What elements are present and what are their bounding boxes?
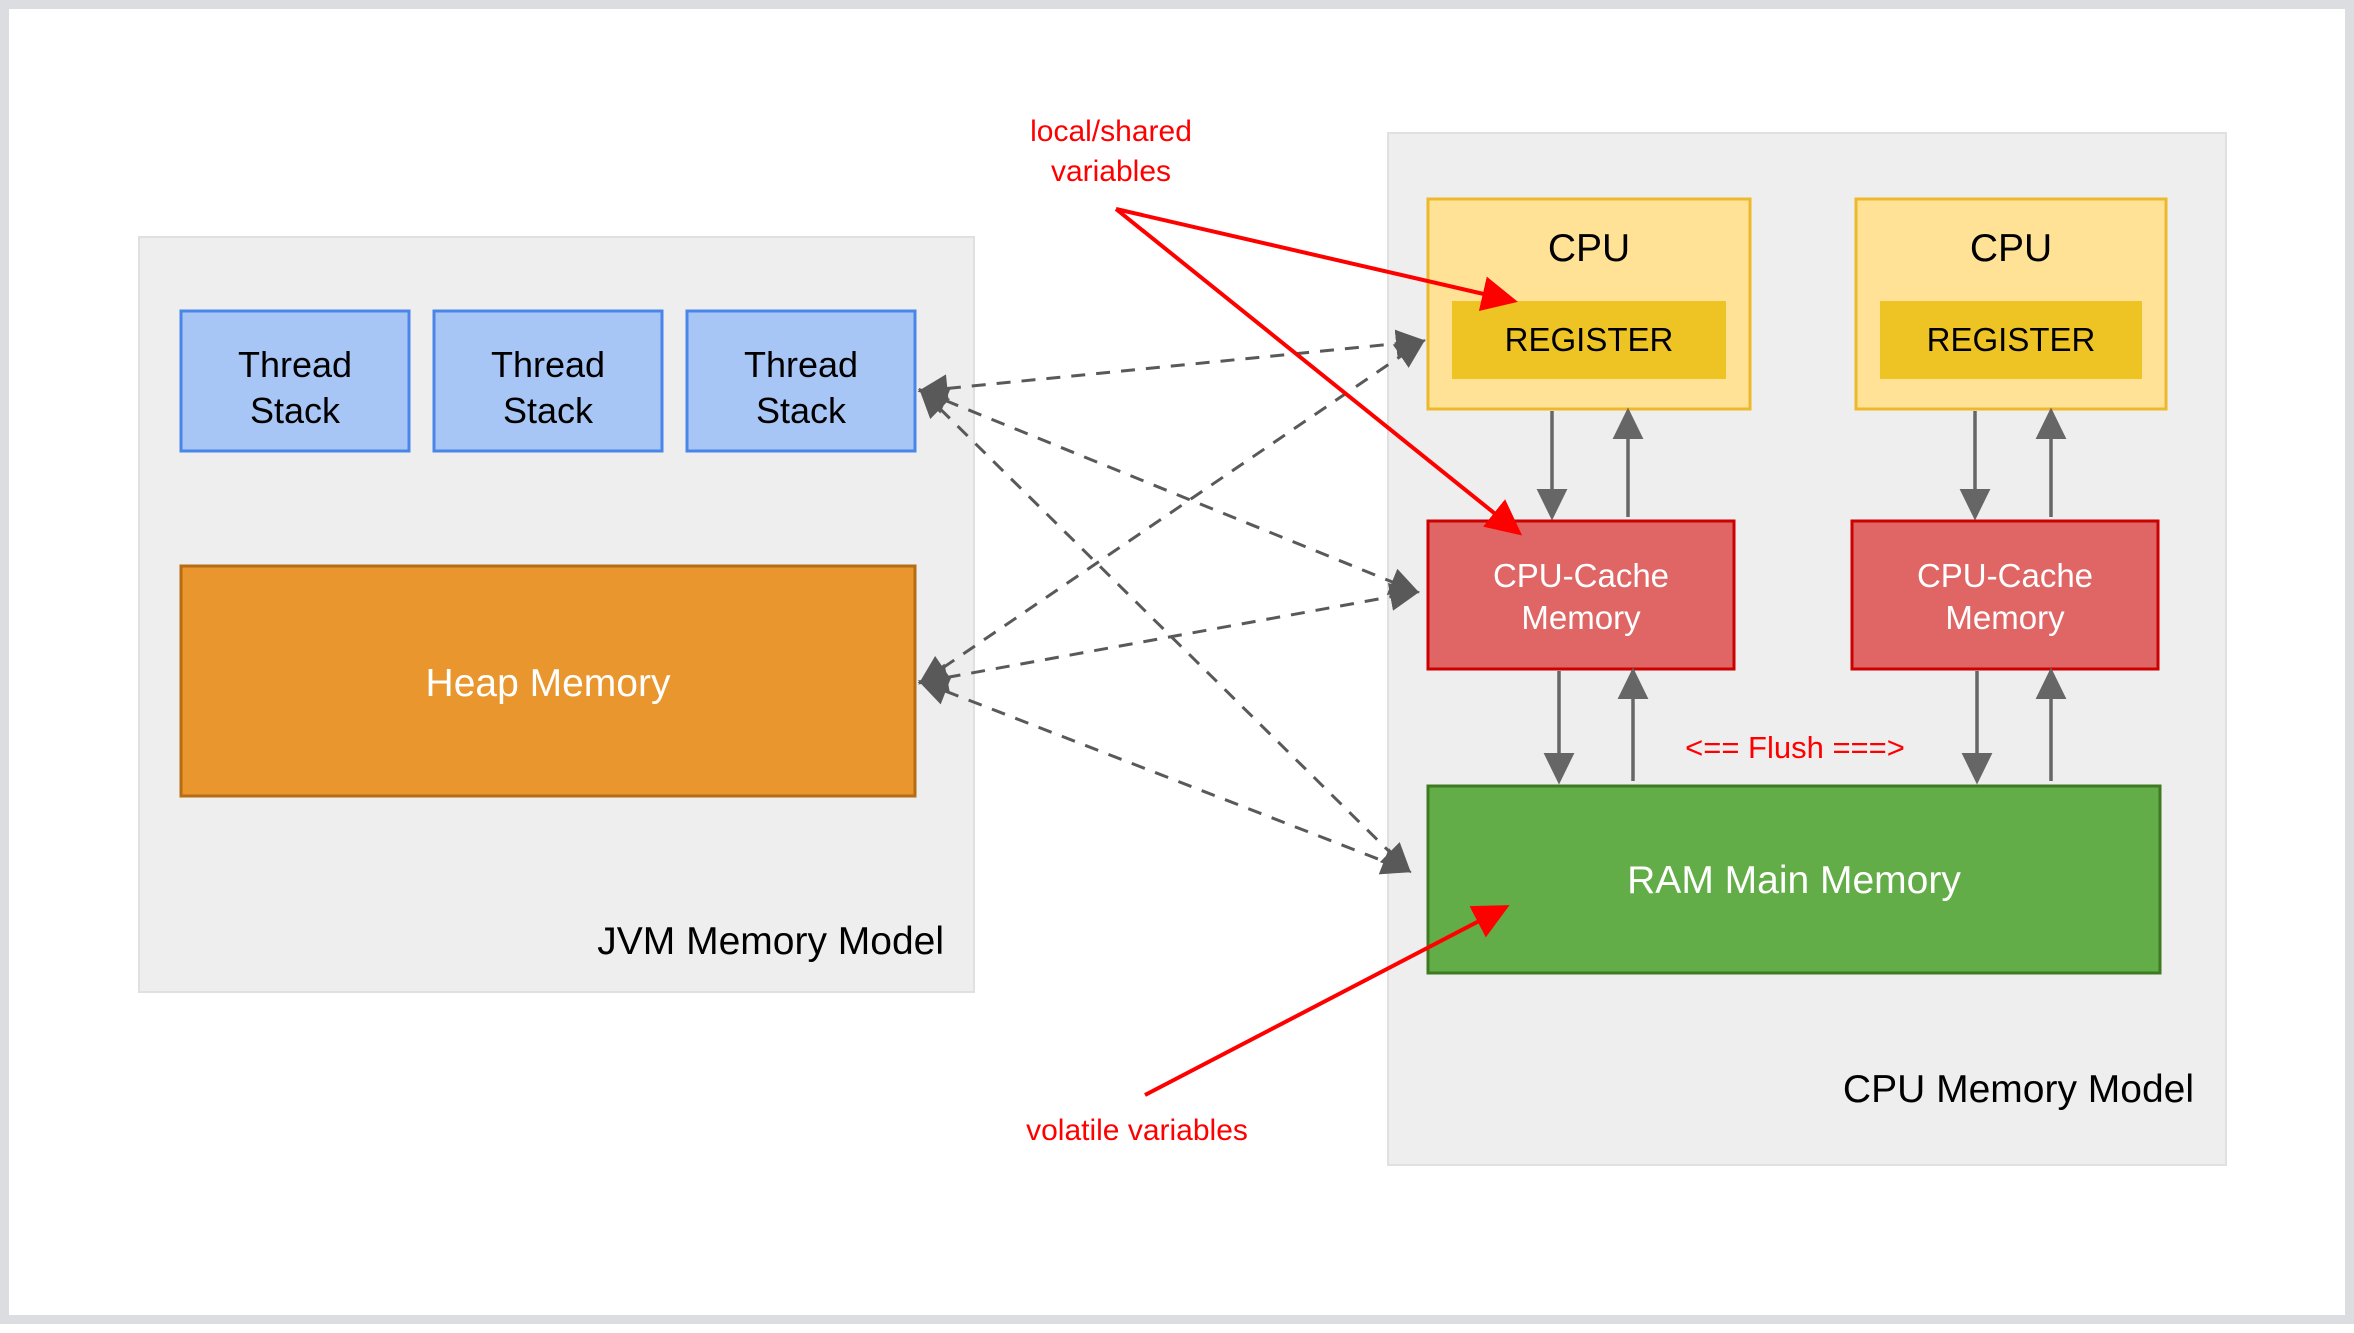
thread-stack-3[interactable]: Thread Stack	[685, 309, 917, 453]
ram-main-memory-label: RAM Main Memory	[1627, 859, 1961, 902]
memory-model-diagram: Thread Stack Thread Stack Thread Stack H…	[138, 115, 2227, 1166]
cpu-1-register-box[interactable]	[1452, 301, 1726, 379]
cpu-2-register-label: REGISTER	[1927, 321, 2096, 358]
cpu-cache-1[interactable]: CPU-Cache Memory	[1426, 519, 1736, 671]
cpu-2[interactable]: CPU REGISTER	[1854, 197, 2168, 411]
flush-label: <== Flush ===>	[1685, 730, 1905, 765]
cpu-cache-2-label-line2: Memory	[1945, 599, 2065, 636]
volatile-to-ram-arrow	[1144, 905, 1510, 1097]
thread-stack-1-label-line2: Stack	[250, 390, 341, 431]
thread-stack-2-box[interactable]	[432, 309, 664, 453]
cpu-1-label: CPU	[1548, 227, 1630, 270]
cpu-2-register-box[interactable]	[1880, 301, 2142, 379]
thread-to-register-connector	[917, 329, 1426, 403]
thread-stack-1-label-line1: Thread	[238, 344, 352, 385]
jvm-panel-caption: JVM Memory Model	[597, 920, 944, 963]
heap-memory-label: Heap Memory	[426, 662, 671, 705]
local-shared-variables-label-line2: variables	[1051, 155, 1171, 188]
ram-main-memory[interactable]: RAM Main Memory	[1426, 784, 2162, 975]
thread-stack-1[interactable]: Thread Stack	[179, 309, 411, 453]
heap-memory[interactable]: Heap Memory	[179, 564, 917, 798]
cpu-cache-2-box[interactable]	[1850, 519, 2160, 671]
thread-stack-3-label-line1: Thread	[744, 344, 858, 385]
cpu-memory-model-panel: CPU REGISTER CPU-Cache Memory CPU RE	[1387, 132, 2227, 1166]
jvm-memory-model-panel: Thread Stack Thread Stack Thread Stack H…	[138, 236, 975, 993]
thread-to-cache-connector	[917, 387, 1420, 595]
cross-panel-connectors	[917, 329, 1426, 875]
thread-stack-3-label-line2: Stack	[756, 390, 847, 431]
cpu-cache-1-box[interactable]	[1426, 519, 1736, 671]
local-shared-to-cache-arrow	[1114, 207, 1523, 536]
thread-stack-2-label-line2: Stack	[503, 390, 594, 431]
thread-stack-2[interactable]: Thread Stack	[432, 309, 664, 453]
ram-main-memory-box[interactable]	[1426, 784, 2162, 975]
heap-to-cache-connector	[917, 582, 1420, 692]
cpu-cache-1-label-line1: CPU-Cache	[1493, 557, 1669, 594]
volatile-variables-label: volatile variables	[1026, 1114, 1248, 1147]
cpu-cache-2-label-line1: CPU-Cache	[1917, 557, 2093, 594]
heap-memory-box[interactable]	[179, 564, 917, 798]
thread-to-ram-connector	[918, 387, 1412, 874]
cpu-cache-2[interactable]: CPU-Cache Memory	[1850, 519, 2160, 671]
cpu-cache-1-label-line2: Memory	[1521, 599, 1641, 636]
thread-stack-3-box[interactable]	[685, 309, 917, 453]
cpu-1[interactable]: CPU REGISTER	[1426, 197, 1752, 411]
cpu-1-register-label: REGISTER	[1505, 321, 1674, 358]
cpu-2-label: CPU	[1970, 227, 2052, 270]
local-shared-to-register-arrow	[1115, 207, 1518, 311]
local-shared-variables-label-line1: local/shared	[1030, 115, 1192, 148]
thread-stack-2-label-line1: Thread	[491, 344, 605, 385]
volatile-variables-annotation: volatile variables	[1026, 905, 1510, 1147]
thread-stack-1-box[interactable]	[179, 309, 411, 453]
heap-to-register-connector	[918, 339, 1426, 685]
cpu-panel-caption: CPU Memory Model	[1843, 1068, 2194, 1111]
local-shared-variables-annotation: local/shared variables	[1030, 115, 1523, 536]
heap-to-ram-connector	[917, 678, 1412, 875]
